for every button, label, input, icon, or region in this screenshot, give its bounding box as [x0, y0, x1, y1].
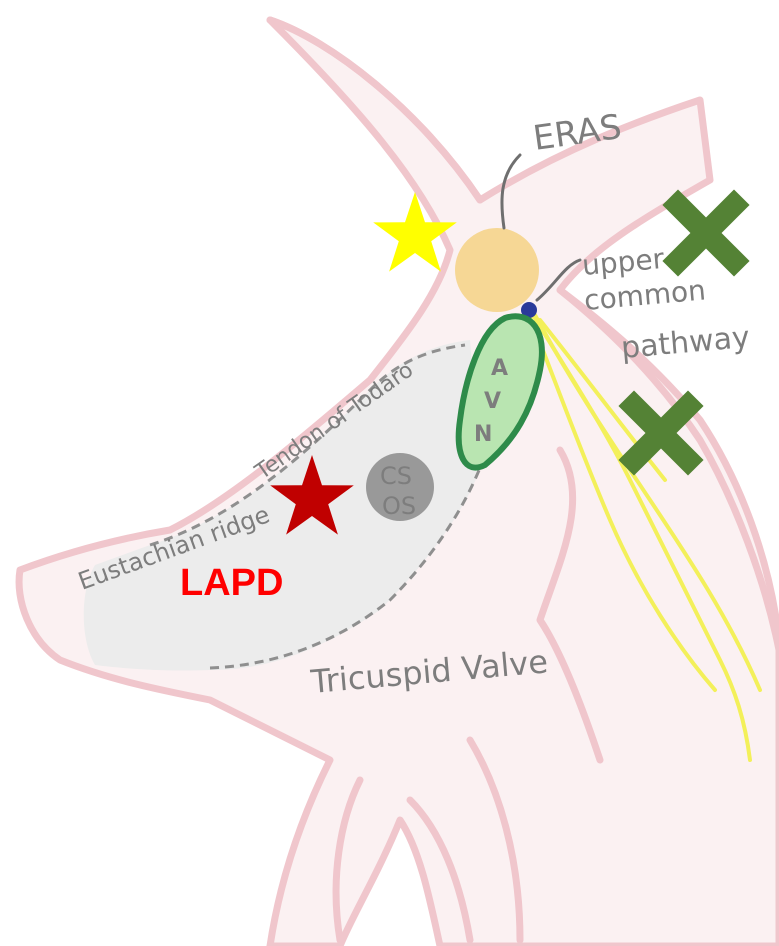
os-label: OS — [382, 492, 416, 520]
green-cross-marker-upper — [678, 205, 734, 261]
lapd-label: LAPD — [180, 562, 283, 604]
pathway-label: pathway — [620, 320, 751, 366]
eras-node — [455, 228, 539, 312]
avn-letter-a: A — [491, 356, 508, 381]
upper-label: upper — [581, 242, 666, 282]
avn-letter-v: V — [484, 389, 501, 414]
avn-letter-n: N — [474, 422, 492, 447]
cs-label: CS — [380, 462, 412, 490]
